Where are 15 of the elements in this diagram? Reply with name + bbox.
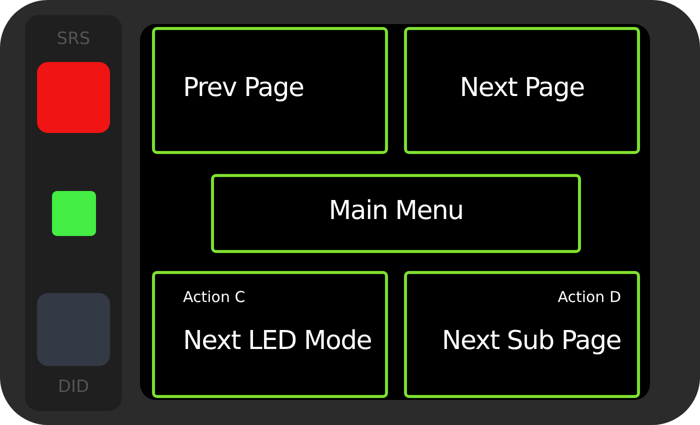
- touch-button: [152, 27, 388, 154]
- indicator-light: [52, 191, 96, 236]
- touch-button: [211, 174, 581, 253]
- action-caption: Action C: [183, 288, 246, 306]
- button-label: Next LED Mode: [183, 326, 372, 356]
- button-label: Next Page: [458, 72, 586, 102]
- button-label: Prev Page: [183, 72, 304, 102]
- touch-button: [152, 271, 388, 398]
- indicator-light: [37, 293, 110, 366]
- button-label: Main Menu: [328, 196, 464, 226]
- touch-button: [404, 27, 640, 154]
- button-label: Next Sub Page: [442, 326, 621, 356]
- action-caption: Action D: [558, 288, 621, 306]
- indicator-light: [37, 62, 110, 133]
- touch-button: [404, 271, 640, 398]
